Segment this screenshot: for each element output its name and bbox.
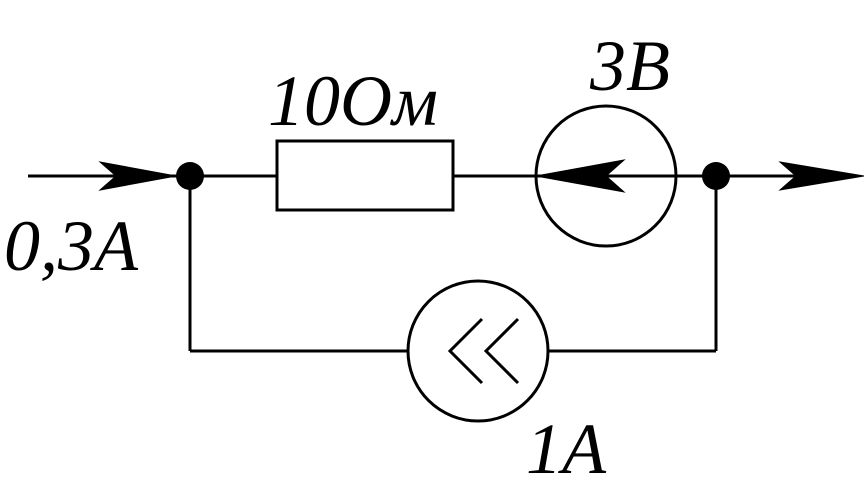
voltage-source-label: 3B — [589, 26, 670, 106]
current-source-chevron-icon-2 — [483, 317, 520, 385]
resistor — [275, 139, 455, 212]
input-current-label: 0,3A — [4, 206, 139, 286]
input-current-arrow-icon — [98, 161, 177, 191]
current-source — [406, 279, 550, 423]
current-source-chevron-icon-1 — [447, 317, 484, 385]
output-current-arrow-icon — [778, 161, 865, 191]
current-source-label: 1A — [526, 409, 607, 489]
voltage-source-arrow-icon — [535, 159, 626, 193]
resistor-label: 10Ом — [268, 61, 438, 141]
